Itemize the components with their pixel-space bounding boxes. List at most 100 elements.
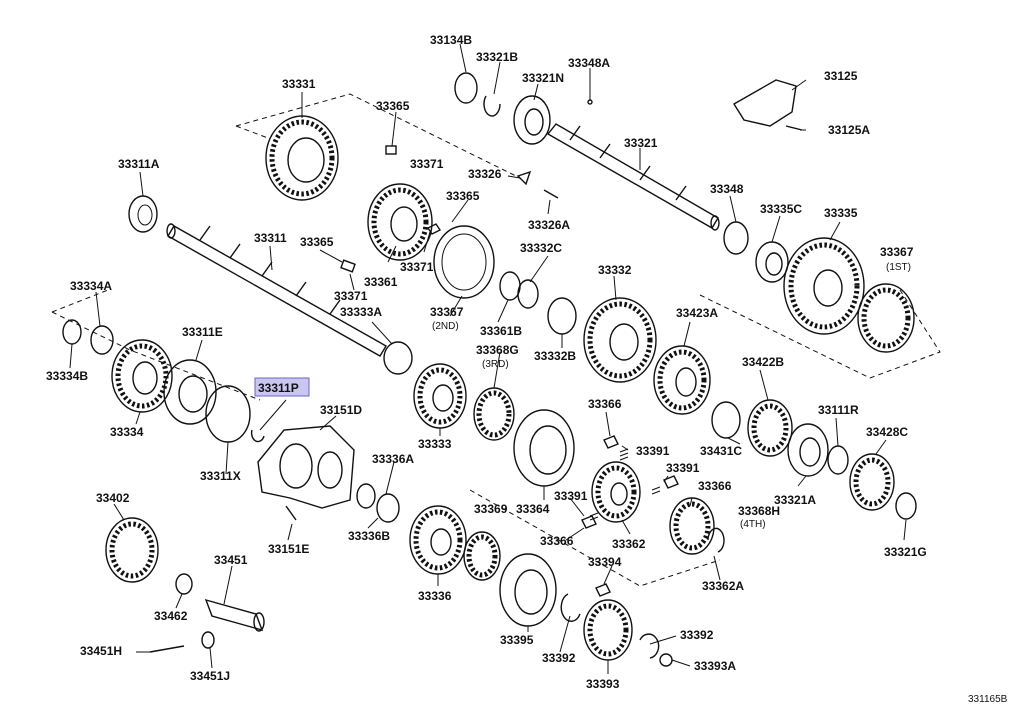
label-33367-1st[interactable]: 33367 [880,245,914,259]
snap-ring-33111R [827,445,849,475]
bearing-33336B [376,493,400,523]
label-33451J[interactable]: 33451J [190,669,230,683]
sublabel-1st: (1ST) [886,262,911,273]
label-33451[interactable]: 33451 [214,553,248,567]
label-33371-top[interactable]: 33371 [410,157,444,171]
label-33332[interactable]: 33332 [598,263,632,277]
label-33334A[interactable]: 33334A [70,279,112,293]
label-33368H[interactable]: 33368H [738,504,780,518]
ring-33361B [499,271,521,301]
label-33332C[interactable]: 33332C [520,241,562,255]
label-33311E[interactable]: 33311E [182,325,223,339]
label-33391-low[interactable]: 33391 [554,489,588,503]
gear-33402 [105,517,159,583]
label-33431C[interactable]: 33431C [700,444,742,458]
label-33321B[interactable]: 33321B [476,50,518,64]
label-33368G[interactable]: 33368G [476,343,519,357]
label-33335[interactable]: 33335 [824,206,858,220]
label-33335C[interactable]: 33335C [760,202,802,216]
label-33366-mid[interactable]: 33366 [698,479,732,493]
gear-33334 [111,339,173,413]
label-33151E[interactable]: 33151E [268,542,309,556]
label-33336[interactable]: 33336 [418,589,452,603]
snap-ring-33311X [205,385,251,443]
bracket-33125 [733,79,797,127]
label-33428C[interactable]: 33428C [866,425,908,439]
label-33395[interactable]: 33395 [500,633,534,647]
label-33334[interactable]: 33334 [110,425,144,439]
label-33125A[interactable]: 33125A [828,123,870,137]
label-33392-right[interactable]: 33392 [680,628,714,642]
label-33365-left[interactable]: 33365 [300,235,334,249]
label-33365-mid[interactable]: 33365 [446,189,480,203]
washer-33348 [723,221,749,255]
label-33111R[interactable]: 33111R [818,403,859,417]
bearing-33333A [383,341,413,375]
label-33311P[interactable]: 33311P [258,381,299,395]
label-33334B[interactable]: 33334B [46,369,88,383]
label-33332B[interactable]: 33332B [534,349,576,363]
gear-33331 [265,115,339,201]
gear-33332 [583,297,657,383]
label-33151D[interactable]: 33151D [320,403,362,417]
bearing-33332B [547,297,577,335]
label-33362[interactable]: 33362 [612,537,646,551]
label-33333A[interactable]: 33333A [340,305,382,319]
gear-33367-2nd [433,225,495,299]
label-33369[interactable]: 33369 [474,502,508,516]
gear-33335 [783,237,865,335]
label-33311A[interactable]: 33311A [118,157,160,171]
gears [105,95,915,661]
label-33321A[interactable]: 33321A [774,493,816,507]
label-33348A[interactable]: 33348A [568,56,610,70]
label-33393[interactable]: 33393 [586,677,620,691]
gear-33336 [409,505,467,575]
label-33321[interactable]: 33321 [624,136,658,150]
label-33365-top[interactable]: 33365 [376,99,410,113]
label-33134B[interactable]: 33134B [430,33,472,47]
label-33311X[interactable]: 33311X [200,469,241,483]
label-33321N[interactable]: 33321N [522,71,564,85]
label-33394[interactable]: 33394 [588,555,622,569]
label-33451H[interactable]: 33451H [80,644,122,658]
snap-ring-33392-left [560,593,581,622]
label-33371-mid[interactable]: 33371 [400,260,434,274]
label-33336A[interactable]: 33336A [372,452,414,466]
part-labels: 33134B 33321B 33348A 33125 33321N 33331 … [46,33,1008,705]
sleeve-33364 [513,409,575,487]
label-33462[interactable]: 33462 [154,609,188,623]
label-33422B[interactable]: 33422B [742,355,784,369]
label-33367-2nd[interactable]: 33367 [430,305,464,319]
bolt-33451H [149,645,185,653]
sleeve-33395 [499,553,557,627]
washer-33451J [201,631,215,649]
label-33391-mid[interactable]: 33391 [666,461,700,475]
bearing-33321A [787,423,829,477]
washer-33332C [517,279,539,309]
label-33331[interactable]: 33331 [282,77,316,91]
label-33361B[interactable]: 33361B [480,324,522,338]
label-33311[interactable]: 33311 [254,231,287,245]
label-33366-top[interactable]: 33366 [588,397,622,411]
label-33348[interactable]: 33348 [710,182,744,196]
label-33326A[interactable]: 33326A [528,218,570,232]
outline-upper-left-2 [235,125,269,139]
label-33336B[interactable]: 33336B [348,529,390,543]
bearing-33321N [513,95,551,145]
label-33392-left[interactable]: 33392 [542,651,576,665]
label-33423A[interactable]: 33423A [676,306,718,320]
label-33393A[interactable]: 33393A [694,659,736,673]
leader-lines [69,43,907,674]
label-33371-low[interactable]: 33371 [334,289,368,303]
label-33391-top[interactable]: 33391 [636,444,670,458]
label-33366-low[interactable]: 33366 [540,534,574,548]
label-33321G[interactable]: 33321G [884,545,927,559]
label-33125[interactable]: 33125 [824,69,858,83]
label-33333[interactable]: 33333 [418,437,452,451]
label-33402[interactable]: 33402 [96,491,130,505]
label-33364[interactable]: 33364 [516,502,550,516]
sublabel-2nd: (2ND) [432,321,459,332]
label-33326[interactable]: 33326 [468,167,502,181]
label-33362A[interactable]: 33362A [702,579,744,593]
label-33361[interactable]: 33361 [364,275,398,289]
